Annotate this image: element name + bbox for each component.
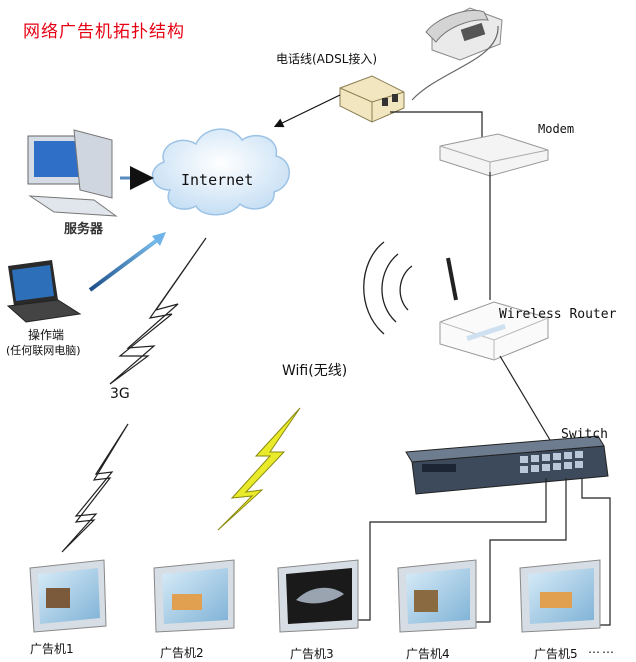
- modem-icon: [439, 133, 549, 177]
- phone-line-arrow: [273, 94, 341, 128]
- ad-machine-3-icon: [277, 559, 359, 633]
- network-switch-icon: [405, 435, 609, 495]
- modem-label: Modem: [538, 122, 575, 136]
- ad-machine-1-label: 广告机1: [30, 642, 74, 656]
- ad-machine-1-icon: [29, 559, 107, 633]
- splitter-modem-cable: [390, 111, 483, 140]
- wireless-router-label: Wireless Router: [499, 307, 617, 322]
- wireless-router-icon: [439, 257, 549, 361]
- operator-sublabel: (任何联网电脑): [6, 344, 81, 357]
- ad-machine-2-icon: [153, 559, 235, 633]
- switch-label: Switch: [561, 427, 608, 442]
- ad-machine-4-label: 广告机4: [406, 647, 450, 661]
- diagram-title: 网络广告机拓扑结构: [23, 22, 185, 42]
- more-machines-ellipsis: ……: [588, 642, 616, 656]
- internet-label: Internet: [181, 171, 254, 189]
- operator-internet-arrow: [88, 232, 166, 292]
- 3g-label: 3G: [110, 386, 130, 402]
- wifi-signal-arcs: [363, 241, 413, 335]
- server-computer-icon: [27, 129, 118, 217]
- wifi-signal-bolt: [217, 407, 301, 531]
- adsl-splitter-icon: [339, 75, 405, 123]
- phone-line-label: 电话线(ADSL接入): [276, 52, 378, 66]
- telephone-icon: [411, 7, 503, 101]
- wifi-label: Wifi(无线): [282, 363, 348, 379]
- ad-machine-3-label: 广告机3: [290, 647, 334, 661]
- internet-cloud: [151, 128, 290, 216]
- ad-machine-4-icon: [397, 559, 477, 633]
- laptop-icon: [6, 260, 82, 323]
- ad-machine-5-label: 广告机5: [534, 647, 578, 661]
- 3g-signal-bolt-upper: [109, 237, 207, 385]
- switch-cables: [350, 478, 611, 626]
- 3g-signal-bolt-lower: [61, 423, 129, 553]
- router-switch-cable: [499, 355, 551, 441]
- ad-machine-2-label: 广告机2: [160, 646, 204, 660]
- operator-label: 操作端: [28, 328, 65, 342]
- ad-machine-5-icon: [519, 559, 601, 633]
- server-label: 服务器: [64, 222, 104, 237]
